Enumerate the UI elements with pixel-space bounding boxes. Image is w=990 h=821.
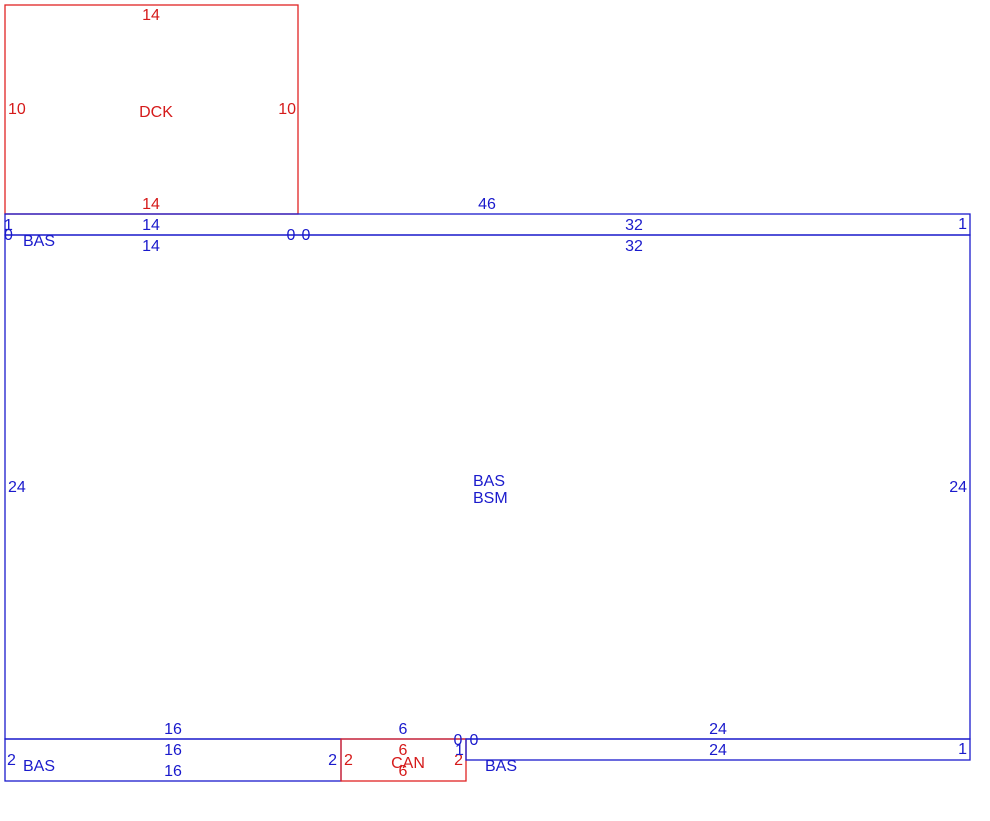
can-bottom-dimension: 6 [399, 763, 408, 780]
bottom-right-name-label: BAS [485, 758, 517, 775]
bottom-right-right-dimension: 1 [958, 741, 967, 758]
bottom-right-left-dimension: 1 [455, 742, 464, 759]
main-left-dimension: 24 [8, 479, 26, 496]
can-right-dimension: 2 [454, 752, 463, 769]
can-left-dimension: 2 [344, 752, 353, 769]
main-top-dimension-a: 14 [142, 238, 160, 255]
dock-bottom-dimension: 14 [142, 196, 160, 213]
dock-right-dimension: 10 [278, 101, 296, 118]
bottom-left-bottom-dimension: 16 [164, 763, 182, 780]
main-name-line2: BSM [473, 490, 508, 507]
top-strip-overall-dimension: 46 [478, 196, 496, 213]
can-name-label: CAN [391, 755, 425, 772]
bottom-left-left-dimension: 2 [7, 752, 16, 769]
bottom-right-joint-b: 0 [470, 732, 479, 749]
top-strip-right-end: 1 [958, 216, 967, 233]
main-name-line1: BAS [473, 473, 505, 490]
bottom-left-right-dimension: 2 [328, 752, 337, 769]
bottom-right-joint-a: 0 [454, 732, 463, 749]
main-bottom-dimension-c: 24 [709, 721, 727, 738]
top-strip-name-label: BAS [23, 233, 55, 250]
main-bottom-dimension-b: 6 [399, 721, 408, 738]
dock-top-dimension: 14 [142, 7, 160, 24]
dock-left-dimension: 10 [8, 101, 26, 118]
main-bottom-dimension-a: 16 [164, 721, 182, 738]
can-top-dimension: 6 [399, 742, 408, 759]
bottom-right-top-dimension: 24 [709, 742, 727, 759]
main-top-dimension-b: 32 [625, 238, 643, 255]
top-strip-segment-b: 32 [625, 217, 643, 234]
bottom-left-top-dimension: 16 [164, 742, 182, 759]
bottom-right-box [465, 738, 971, 761]
bottom-left-name-label: BAS [23, 758, 55, 775]
top-strip-segment-a: 14 [142, 217, 160, 234]
main-right-dimension: 24 [949, 479, 967, 496]
dock-name-label: DCK [139, 104, 173, 121]
top-strip-left-end: 1 [4, 217, 13, 234]
